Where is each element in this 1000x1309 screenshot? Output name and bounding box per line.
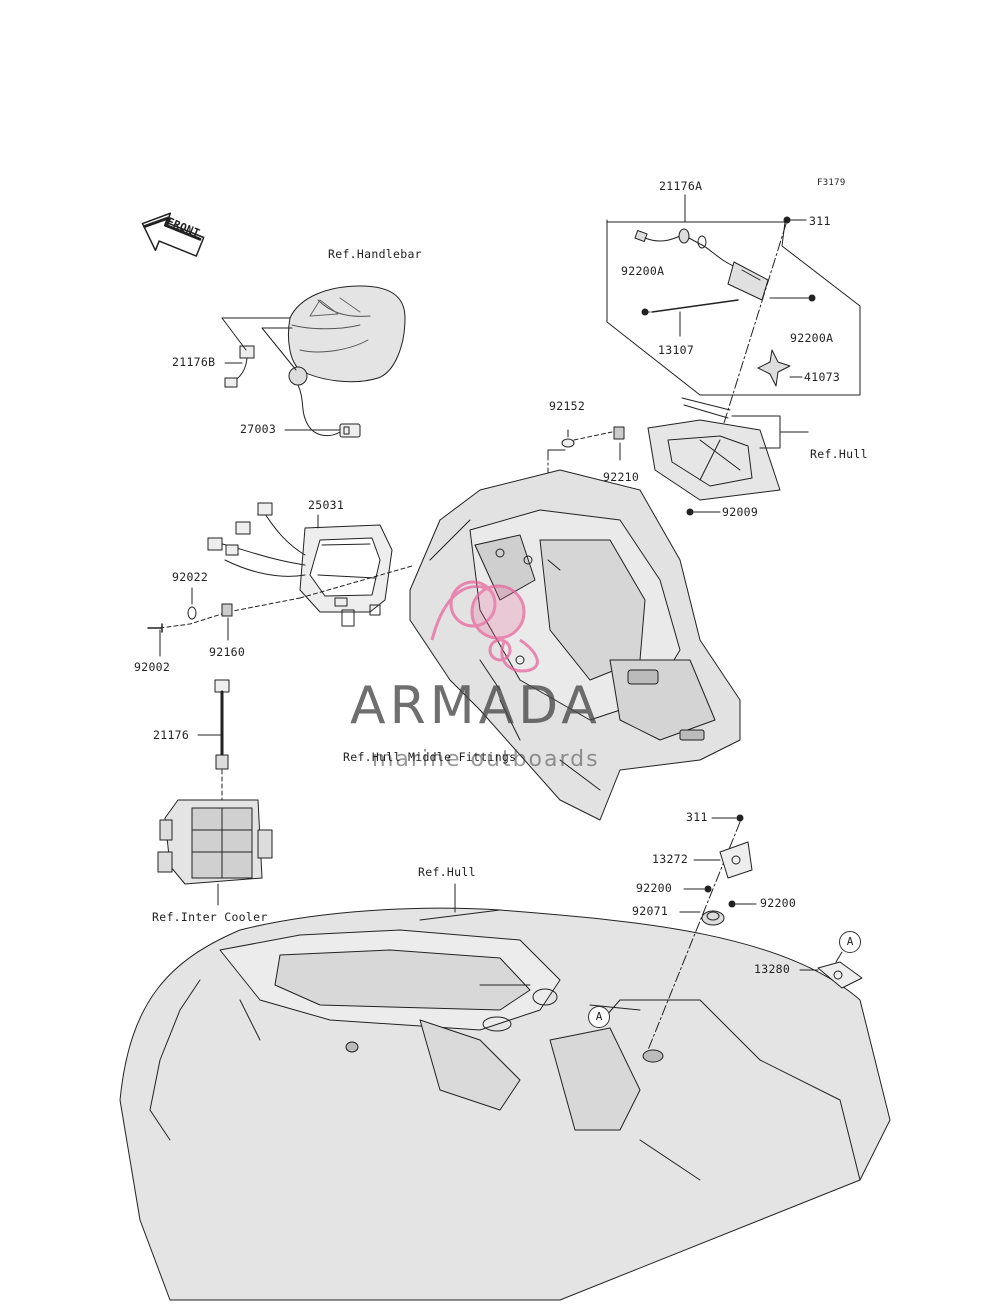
callout-13272: 13272 bbox=[652, 852, 689, 866]
callout-21176: 21176 bbox=[153, 728, 190, 742]
figure-code: F3179 bbox=[817, 178, 846, 188]
meter-25031-drawing bbox=[299, 524, 393, 627]
callout-21176b: 21176B bbox=[172, 355, 216, 369]
watermark-brand: ARMADA bbox=[350, 676, 601, 736]
callout-ref-inter-cooler: Ref.Inter Cooler bbox=[152, 910, 268, 924]
callout-25031: 25031 bbox=[308, 498, 345, 512]
callout-92200a-right: 92200A bbox=[790, 331, 834, 345]
meter-harness-drawing bbox=[207, 502, 306, 577]
plate-13280-drawing bbox=[817, 961, 863, 989]
lead-21176-drawing bbox=[197, 679, 230, 770]
callout-92200-left: 92200 bbox=[636, 881, 673, 895]
grommet-92210 bbox=[613, 426, 625, 440]
callout-92022: 92022 bbox=[172, 570, 209, 584]
hull-subpanel-drawing bbox=[647, 397, 781, 516]
leader-handlebar bbox=[221, 317, 297, 371]
callout-92009: 92009 bbox=[722, 505, 759, 519]
lead-21176b-drawing bbox=[224, 345, 255, 388]
callout-92002: 92002 bbox=[134, 660, 171, 674]
callout-92200a-left: 92200A bbox=[621, 264, 665, 278]
callout-92210: 92210 bbox=[603, 470, 640, 484]
handlebar-cover-drawing bbox=[287, 285, 406, 383]
clip-41073-drawing bbox=[757, 349, 803, 387]
marker-a-top: A bbox=[839, 931, 861, 953]
callout-41073: 41073 bbox=[804, 370, 841, 384]
hull-cockpit-drawing bbox=[409, 469, 741, 821]
callout-92152: 92152 bbox=[549, 399, 586, 413]
callout-13107: 13107 bbox=[658, 343, 695, 357]
grommet-92160 bbox=[221, 603, 233, 617]
callout-ref-hull-bottom: Ref.Hull bbox=[418, 865, 476, 879]
front-arrow-icon bbox=[141, 212, 205, 257]
callout-92200-right: 92200 bbox=[760, 896, 797, 910]
washer-92022 bbox=[187, 606, 197, 620]
cap-92071-drawing bbox=[701, 910, 725, 926]
hull-deck-drawing bbox=[119, 907, 891, 1301]
callout-27003: 27003 bbox=[240, 422, 277, 436]
callout-92071: 92071 bbox=[632, 904, 669, 918]
switch-harness-drawing bbox=[288, 366, 361, 438]
callout-311-bottom: 311 bbox=[686, 810, 708, 824]
callout-311-top: 311 bbox=[809, 214, 831, 228]
callout-ref-hull-middle: Ref.Hull Middle Fittings bbox=[343, 750, 517, 764]
callout-92160: 92160 bbox=[209, 645, 246, 659]
callout-13280: 13280 bbox=[754, 962, 791, 976]
callout-21176a: 21176A bbox=[659, 179, 703, 193]
pin-13107 bbox=[651, 299, 739, 313]
bracket-13272-drawing bbox=[719, 841, 753, 879]
callout-ref-handlebar: Ref.Handlebar bbox=[328, 247, 422, 261]
marker-a-bottom: A bbox=[588, 1006, 610, 1028]
callout-ref-hull-top: Ref.Hull bbox=[810, 447, 868, 461]
watermark-tagline: marine outboards bbox=[372, 747, 600, 772]
cable-21176a-drawing bbox=[634, 228, 769, 301]
inter-cooler-drawing bbox=[157, 799, 273, 885]
washer-92152 bbox=[561, 438, 575, 448]
watermark-logo bbox=[430, 580, 539, 673]
leader-ref-hull-top bbox=[731, 415, 809, 449]
bolt-92002 bbox=[147, 623, 163, 633]
